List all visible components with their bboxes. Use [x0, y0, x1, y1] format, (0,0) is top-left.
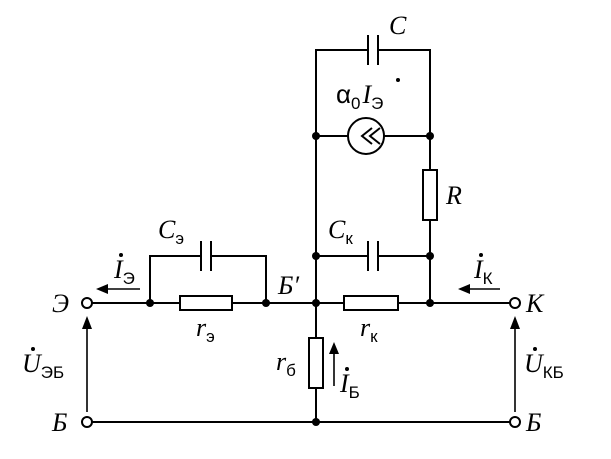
terminal-B-left-circle	[81, 416, 93, 428]
capacitor-C	[367, 35, 379, 65]
label-terminal-K: К	[525, 289, 545, 318]
arrow-Ueb	[82, 316, 92, 412]
terminal-K-circle	[509, 297, 521, 309]
capacitor-Ck	[367, 241, 379, 271]
label-source-I-sub: Э	[371, 94, 383, 113]
label-B-prime: Б′	[277, 271, 299, 300]
label-rk: rк	[360, 313, 378, 346]
wire-ce-branch	[149, 255, 267, 304]
label-Ukb: UКБ	[524, 349, 564, 382]
label-Ck: Cк	[328, 215, 353, 248]
arrow-Ie	[96, 284, 140, 294]
label-Ukb-dot	[533, 347, 537, 351]
label-source-I: I	[362, 80, 373, 109]
resistor-R	[422, 169, 438, 221]
label-rb: rб	[276, 347, 296, 380]
resistor-rk	[343, 295, 399, 311]
label-Ie: IЭ	[113, 255, 135, 288]
junction-dots	[146, 132, 434, 426]
label-Ueb: UЭБ	[22, 349, 64, 382]
terminal-E-circle	[81, 297, 93, 309]
resistor-re	[179, 295, 233, 311]
label-R: R	[445, 181, 462, 210]
label-alpha-sub: 0	[351, 94, 360, 113]
label-terminal-B-right: Б	[525, 408, 541, 437]
label-Ce: Cэ	[158, 215, 184, 248]
label-current-source: α0IЭ	[336, 79, 383, 113]
wire-vertical-node	[315, 49, 431, 304]
capacitor-Ce	[200, 241, 212, 271]
label-Ib: IБ	[339, 369, 360, 402]
label-Ueb-dot	[31, 347, 35, 351]
resistor-rb	[308, 337, 324, 389]
label-Ik-dot	[479, 253, 483, 257]
current-source	[347, 117, 385, 155]
terminal-B-right-circle	[509, 416, 521, 428]
label-terminal-E: Э	[52, 289, 69, 318]
label-C: C	[389, 11, 407, 40]
label-re: rэ	[196, 313, 215, 346]
arrow-Ukb	[510, 316, 520, 412]
label-Ie-dot	[119, 253, 123, 257]
label-terminal-B-left: Б	[51, 408, 67, 437]
label-alpha: α	[336, 79, 351, 109]
label-Ik: IК	[473, 255, 493, 288]
arrow-Ib	[329, 342, 339, 386]
label-source-I-dot	[396, 78, 400, 82]
label-Ib-dot	[345, 367, 349, 371]
arrow-Ik	[458, 284, 500, 294]
